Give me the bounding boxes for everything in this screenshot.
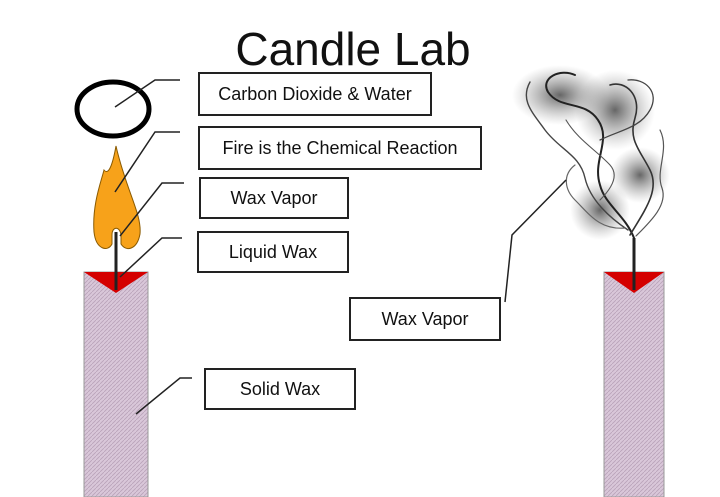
co2-water-ring	[74, 79, 152, 139]
right-pointer-line	[504, 179, 567, 303]
label-fire-chemical-reaction: Fire is the Chemical Reaction	[198, 126, 482, 170]
label-solid-wax: Solid Wax	[204, 368, 356, 410]
page-title: Candle Lab	[235, 23, 471, 75]
label-liquid-wax: Liquid Wax	[197, 231, 349, 273]
label-wax-vapor-lit: Wax Vapor	[199, 177, 349, 219]
right-candle-body	[603, 271, 665, 497]
extinguished-candle	[603, 238, 665, 497]
left-candle-body	[83, 271, 149, 497]
left-pointer-lines	[114, 79, 192, 415]
flame-shape	[93, 145, 141, 250]
label-carbon-dioxide-water: Carbon Dioxide & Water	[198, 72, 432, 116]
smoke-plume	[512, 65, 670, 240]
lit-candle	[74, 79, 152, 497]
label-wax-vapor-smoke: Wax Vapor	[349, 297, 501, 341]
